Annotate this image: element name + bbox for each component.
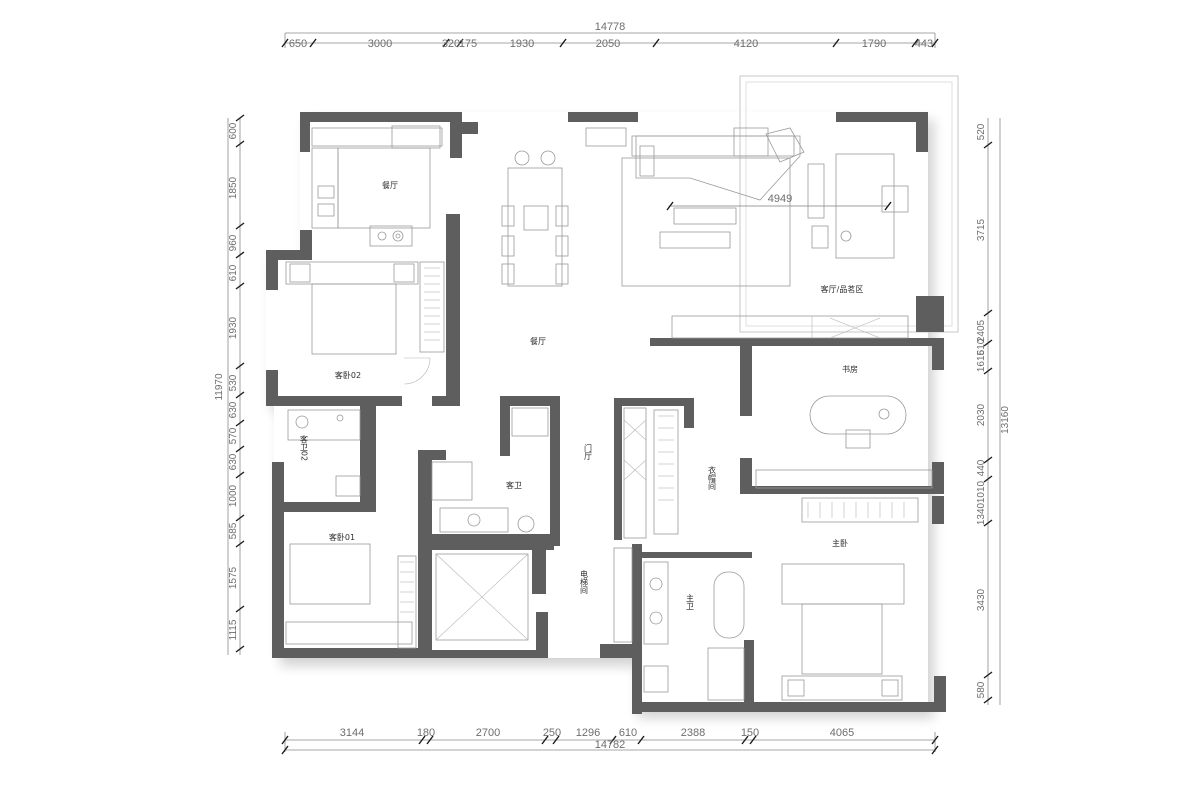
right-segment-10: 3430	[976, 588, 987, 611]
room-label-master-bedroom: 主卧	[832, 538, 848, 548]
left-segment-12: 1575	[228, 566, 239, 589]
left-segment-13: 1115	[228, 619, 239, 640]
left-segment-2: 1850	[228, 176, 239, 199]
room-label-guest-bath: 客卫	[506, 480, 522, 490]
right-segment-1: 520	[976, 123, 987, 140]
left-ticks	[235, 114, 245, 653]
right-segment-9: 1340	[976, 502, 987, 525]
room-label-study: 书房	[842, 364, 858, 374]
top-segment-8: 1790	[862, 38, 886, 50]
bottom-dimension-line: 3144 180 2700 250 1296 610 2388 150 4065…	[281, 727, 939, 755]
bottom-segment-9: 4065	[830, 727, 854, 739]
top-dimension-line: 14778 650 3000 320 175 1930 2050 4120 17…	[281, 21, 939, 50]
svg-text:主卫: 主卫	[686, 593, 695, 610]
right-ticks	[983, 141, 993, 704]
left-dimension-line: 11970 600 1850 960 610 1930 530 630 570 …	[214, 114, 245, 655]
right-segment-4: 610	[976, 338, 987, 355]
room-label-elevator-hall: 电梯间	[580, 569, 589, 595]
bottom-segment-3: 2700	[476, 727, 500, 739]
top-total-dimension: 14778	[595, 21, 626, 33]
left-segment-8: 570	[228, 427, 239, 444]
room-label-master-bath: 主卫	[686, 593, 695, 610]
bottom-ticks	[281, 735, 939, 755]
top-segment-9: 443	[915, 38, 933, 50]
svg-text:衣帽间: 衣帽间	[708, 465, 717, 491]
bottom-segment-5: 1296	[576, 727, 600, 739]
left-segment-11: 585	[228, 522, 239, 539]
right-segment-6: 2030	[976, 403, 987, 426]
left-segment-7: 630	[228, 401, 239, 418]
room-label-dining: 餐厅	[530, 337, 546, 346]
top-segment-7: 4120	[734, 38, 758, 50]
right-segment-11: 580	[976, 681, 987, 698]
bottom-segment-8: 150	[741, 727, 759, 739]
right-dimension-line: 13160 520 3715 2405 610 1615 2030 440 10…	[976, 118, 1011, 705]
bottom-segment-4: 250	[543, 727, 561, 739]
bottom-segment-2: 180	[417, 727, 435, 739]
svg-text:客卫02: 客卫02	[300, 434, 309, 461]
top-segment-4: 175	[459, 38, 477, 50]
right-total-dimension: 13160	[1000, 406, 1011, 434]
svg-text:门厅: 门厅	[584, 443, 593, 460]
right-segment-8: 1010	[976, 480, 987, 503]
walls	[266, 112, 946, 714]
top-segment-5: 1930	[510, 38, 534, 50]
left-segment-10: 1000	[228, 484, 239, 507]
right-segment-3: 2405	[976, 319, 987, 342]
top-ticks	[281, 38, 939, 48]
left-total-dimension: 11970	[214, 373, 225, 401]
room-label-guest-bedroom-02: 客卧02	[335, 370, 361, 380]
bottom-segment-1: 3144	[340, 727, 364, 739]
room-label-living: 客厅/品茗区	[821, 284, 864, 294]
top-segment-2: 3000	[368, 38, 392, 50]
room-label-kitchen: 餐厅	[382, 181, 398, 190]
right-segment-5: 1615	[976, 349, 987, 372]
living-dimension: 4949	[666, 193, 892, 211]
top-segment-1: 650	[289, 38, 307, 50]
bottom-segment-7: 2388	[681, 727, 705, 739]
room-label-guest-bedroom-01: 客卧01	[329, 532, 355, 542]
room-label-cloakroom: 衣帽间	[708, 465, 717, 491]
room-labels: 餐厅 客卧02 餐厅 客厅/品茗区 书房 客卫02 客卫 门厅 衣帽间 客卧01…	[300, 181, 864, 610]
right-segment-7: 440	[976, 459, 987, 476]
svg-text:电梯间: 电梯间	[580, 569, 589, 595]
left-segment-1: 600	[228, 122, 239, 139]
living-width-dimension: 4949	[768, 193, 792, 205]
room-label-guest-bath-02: 客卫02	[300, 434, 309, 461]
bottom-total-dimension: 14782	[595, 739, 626, 751]
bottom-segment-6: 610	[619, 727, 637, 739]
left-segment-3: 960	[228, 234, 239, 251]
left-segment-5: 1930	[228, 316, 239, 339]
left-segment-6: 530	[228, 374, 239, 391]
right-segment-2: 3715	[976, 218, 987, 241]
left-segment-4: 610	[228, 264, 239, 281]
top-segment-3: 320	[442, 38, 460, 50]
balcony-outline	[739, 75, 959, 333]
left-segment-9: 630	[228, 453, 239, 470]
top-segment-6: 2050	[596, 38, 620, 50]
room-label-foyer: 门厅	[584, 443, 593, 460]
